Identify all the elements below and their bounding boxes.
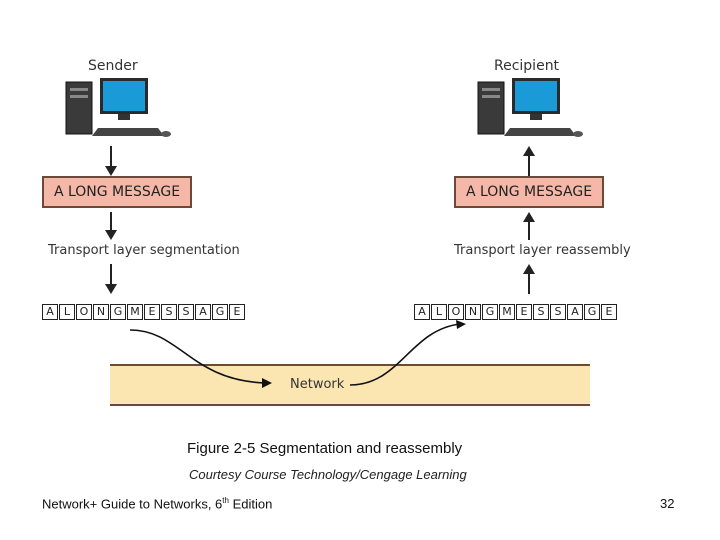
network-label: Network [290,377,345,392]
arrowhead-icon [456,320,466,329]
segment-box: G [482,304,498,320]
segment-box: O [76,304,92,320]
recipient-computer-icon [477,78,583,137]
down-arrow-icon [105,146,117,176]
segment-box: G [110,304,126,320]
book-title-footer: Network+ Guide to Networks, 6th Edition [42,496,272,511]
segment-box: L [59,304,75,320]
sender-message-text: A LONG MESSAGE [53,184,181,200]
segment-box: N [465,304,481,320]
page-number: 32 [660,496,675,511]
sender-step-label: Transport layer segmentation [48,243,240,258]
segment-box: S [161,304,177,320]
sender-message-box: A LONG MESSAGE [42,176,192,208]
segment-box: S [533,304,549,320]
recipient-step-label: Transport layer reassembly [454,243,631,258]
up-arrow-icon [523,146,535,176]
sender-computer-icon [65,78,171,137]
down-arrow-icon [105,264,117,294]
figure-caption: Figure 2-5 Segmentation and reassembly [187,440,463,457]
segment-box: E [601,304,617,320]
network-band [110,364,590,406]
segment-box: G [584,304,600,320]
segment-box: N [93,304,109,320]
figure-credit: Courtesy Course Technology/Cengage Learn… [189,467,467,482]
up-arrow-icon [523,212,535,240]
segment-box: O [448,304,464,320]
segment-box: G [212,304,228,320]
recipient-title: Recipient [494,58,560,74]
segment-box: E [144,304,160,320]
book-title-ordinal: th [222,496,229,505]
segment-box: S [178,304,194,320]
segment-box: L [431,304,447,320]
up-arrow-icon [523,264,535,294]
sender-title: Sender [88,58,138,74]
segment-flow-curve [129,329,266,384]
segment-box: E [516,304,532,320]
book-title-prefix: Network+ Guide to Networks, 6 [42,496,223,512]
segment-box: A [42,304,58,320]
segment-box: M [127,304,143,320]
segment-box: A [195,304,211,320]
segment-box: E [229,304,245,320]
segment-box: M [499,304,515,320]
segment-box: A [414,304,430,320]
segment-box: A [567,304,583,320]
recipient-message-text: A LONG MESSAGE [465,184,593,200]
arrowhead-icon [262,378,272,388]
segment-flow-curve [349,323,461,386]
down-arrow-icon [105,212,117,240]
book-title-suffix: Edition [228,496,273,512]
segment-box: S [550,304,566,320]
recipient-message-box: A LONG MESSAGE [454,176,604,208]
